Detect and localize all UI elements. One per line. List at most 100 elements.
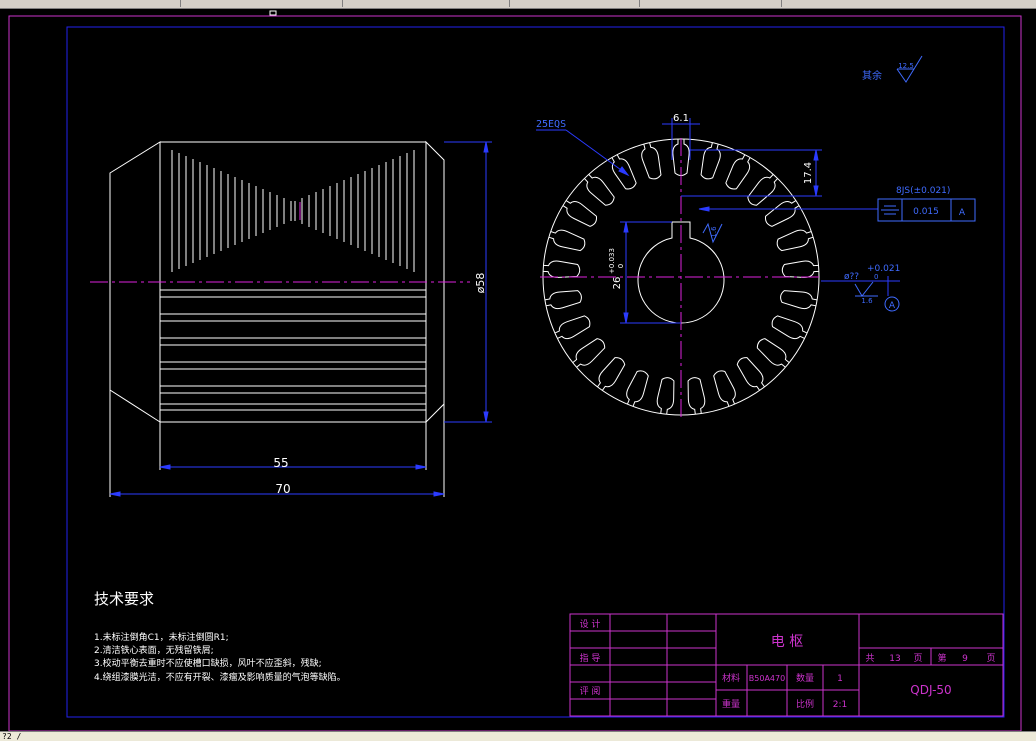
keyway-tolerance: 8JS(±0.021) bbox=[896, 186, 950, 196]
rotor-slot bbox=[725, 154, 751, 190]
rotor-slot bbox=[656, 377, 675, 415]
dim-slot-width: 6.1 bbox=[673, 113, 689, 124]
shaft-bore-with-keyway bbox=[637, 221, 725, 324]
rotor-slot bbox=[700, 142, 721, 180]
side-view-dimensions bbox=[109, 141, 492, 497]
slot-outline bbox=[764, 200, 800, 227]
rotor-slot bbox=[543, 260, 581, 278]
rotor-slot bbox=[713, 370, 736, 407]
slot-outline bbox=[713, 370, 736, 407]
slot-count-label: 25EQS bbox=[536, 119, 566, 130]
toolbar-segment[interactable] bbox=[182, 0, 343, 7]
symmetry-datum: A bbox=[959, 208, 966, 218]
dim-inner-length: 55 bbox=[273, 456, 288, 470]
toolbar-segment[interactable] bbox=[344, 0, 510, 7]
slot-outline bbox=[554, 315, 591, 340]
rotor-slot bbox=[756, 338, 790, 368]
material-label: 材料 bbox=[722, 672, 740, 684]
rotor-slot bbox=[687, 377, 706, 415]
status-bar: ?2 / bbox=[0, 731, 1036, 741]
toolbar-segment[interactable] bbox=[641, 0, 782, 7]
review-label: 评 阅 bbox=[580, 686, 601, 697]
slot-outline bbox=[780, 290, 818, 310]
roughness-bore-value: 1.6 bbox=[710, 226, 718, 238]
drawing-border bbox=[66, 26, 1005, 718]
skewed-slot-lines bbox=[171, 150, 415, 272]
rotor-slot bbox=[776, 229, 814, 252]
dim-bore-tol-lower: 0 bbox=[617, 264, 625, 268]
slot-outline bbox=[626, 370, 649, 407]
slot-outline bbox=[781, 260, 819, 278]
slot-outline bbox=[548, 229, 586, 252]
rotor-slot bbox=[554, 315, 591, 340]
slot-outline bbox=[641, 142, 662, 180]
rotor-slot bbox=[641, 142, 662, 180]
dim-outer-tol-lower: 0 bbox=[874, 273, 878, 281]
roughness-note-symbol bbox=[896, 55, 923, 83]
slot-outline bbox=[736, 357, 765, 391]
rotor-slot bbox=[583, 174, 615, 206]
slot-outline bbox=[747, 174, 779, 206]
dim-slot-depth: 17.4 bbox=[803, 162, 814, 184]
slot-outline bbox=[572, 338, 606, 368]
slot-outline bbox=[771, 315, 808, 340]
check-label: 指 导 bbox=[580, 652, 601, 664]
design-label: 设 计 bbox=[580, 618, 601, 630]
front-view bbox=[540, 138, 822, 418]
dim-bore-tol-upper: +0.033 bbox=[608, 248, 616, 274]
page-prefix: 第 bbox=[937, 652, 946, 664]
part-name: 电 枢 bbox=[771, 634, 803, 650]
roughness-note-value: 12.5 bbox=[898, 62, 914, 70]
drawing-number: QDJ-50 bbox=[910, 683, 951, 697]
application-toolbar-strip bbox=[0, 0, 1036, 9]
tech-requirement-item: 4.绕组漆膜光洁，不应有开裂、漆瘤及影响质量的气泡等缺陷。 bbox=[94, 671, 346, 683]
rotor-slot bbox=[544, 290, 582, 310]
rotor-slot bbox=[771, 315, 808, 340]
total-pages: 13 bbox=[889, 654, 900, 664]
scale-label: 比例 bbox=[796, 698, 814, 710]
rotor-slot bbox=[780, 290, 818, 310]
page-unit: 页 bbox=[913, 653, 922, 664]
symmetry-value: 0.015 bbox=[913, 207, 939, 217]
dim-bore: 26 bbox=[612, 277, 623, 290]
quantity-label: 数量 bbox=[796, 672, 814, 684]
slot-outline bbox=[756, 338, 790, 368]
tech-requirement-item: 1.未标注倒角C1，未标注倒圆R1; bbox=[94, 631, 229, 643]
grip-marker[interactable] bbox=[269, 10, 277, 16]
sheet-frame bbox=[8, 15, 1022, 732]
quantity-value: 1 bbox=[837, 674, 843, 684]
tech-requirement-item: 3.校动平衡去重时不应使槽口缺损，风叶不应歪斜，残缺; bbox=[94, 657, 322, 669]
rotor-slot bbox=[562, 200, 598, 227]
status-text: ?2 / bbox=[2, 732, 22, 741]
dim-outer-tol-upper: +0.021 bbox=[867, 264, 900, 274]
datum-marker: A bbox=[889, 301, 896, 311]
page-number: 9 bbox=[962, 654, 968, 664]
title-block-grid bbox=[569, 613, 1004, 717]
slot-outline bbox=[597, 357, 626, 391]
symmetry-tolerance-frame bbox=[877, 198, 976, 222]
slot-stripe-lines bbox=[160, 160, 427, 411]
rotor-slot bbox=[781, 260, 819, 278]
toolbar-segment[interactable] bbox=[0, 0, 181, 7]
front-view-dimensions bbox=[536, 118, 900, 324]
rotor-slot bbox=[548, 229, 586, 252]
slot-outline bbox=[544, 290, 582, 310]
slot-outline bbox=[725, 154, 751, 190]
page-unit: 页 bbox=[986, 653, 995, 664]
datum-circle bbox=[884, 296, 900, 312]
rotor-slot bbox=[747, 174, 779, 206]
roughness-note-label: 其余 bbox=[862, 69, 882, 82]
slot-outline bbox=[543, 260, 581, 278]
rotor-slot bbox=[764, 200, 800, 227]
slot-outline bbox=[562, 200, 598, 227]
slot-outline bbox=[687, 377, 706, 415]
rotor-slots bbox=[543, 139, 819, 415]
side-view bbox=[109, 140, 445, 497]
slot-outline bbox=[611, 154, 637, 190]
cad-drawing-canvas[interactable]: 55 70 ø58 25EQS 6.1 17.4 26 +0.033 0 bbox=[0, 9, 1036, 732]
tech-requirements-title: 技术要求 bbox=[94, 590, 154, 608]
dim-outer: ø?? bbox=[844, 272, 859, 282]
toolbar-segment[interactable] bbox=[511, 0, 640, 7]
rotor-slot bbox=[736, 357, 765, 391]
roughness-symbol-outer bbox=[854, 281, 878, 297]
